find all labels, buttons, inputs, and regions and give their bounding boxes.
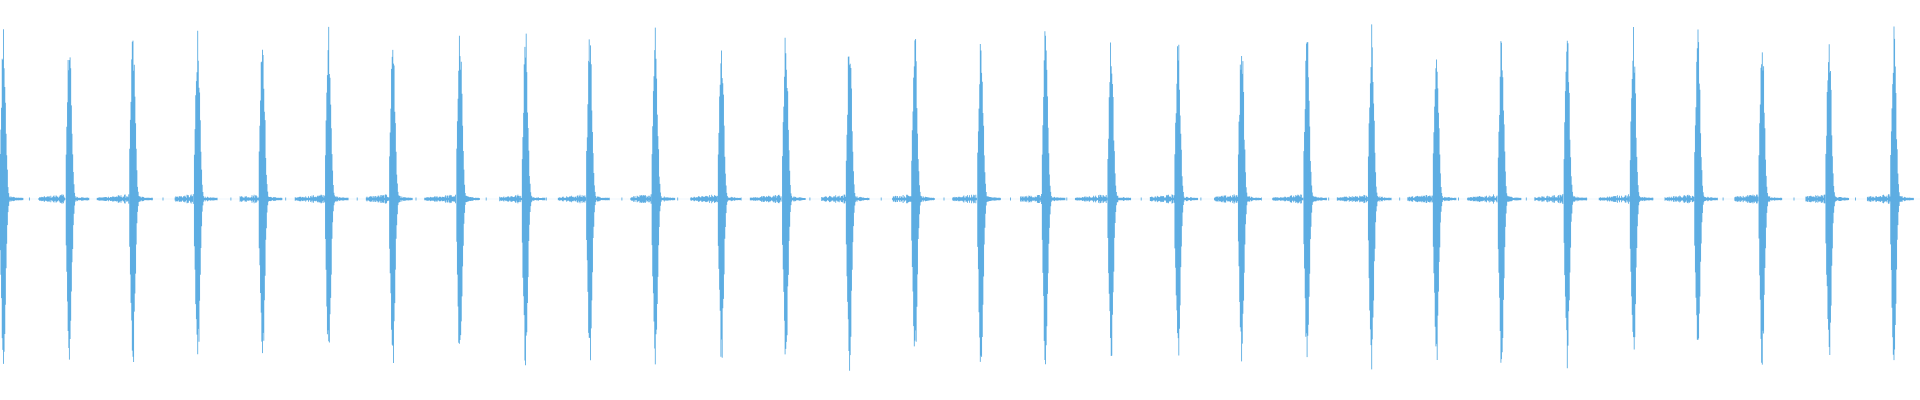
waveform-pulse-core xyxy=(458,101,462,297)
waveform-pulse xyxy=(1200,56,1262,362)
waveform-pulse xyxy=(356,49,413,363)
waveform-pulse-trace xyxy=(28,57,90,360)
waveform-pulse xyxy=(0,29,24,364)
waveform-pulse-core xyxy=(1305,104,1309,294)
waveform-pulse xyxy=(1525,40,1588,369)
waveform-pulse-trace xyxy=(1200,56,1262,362)
waveform-pulse-core xyxy=(524,100,528,298)
waveform-pulse-core xyxy=(784,104,788,294)
waveform-pulse-trace xyxy=(740,37,806,355)
waveform-pulse xyxy=(1651,29,1718,340)
waveform-pulse-trace xyxy=(1399,59,1457,360)
waveform-pulse-trace xyxy=(1651,29,1718,340)
waveform-pulse-core xyxy=(391,102,395,296)
waveform-pulse-core xyxy=(979,101,983,297)
waveform-pulse-core xyxy=(588,104,592,294)
waveform-pulse xyxy=(943,44,1001,362)
waveform-pulse-core xyxy=(131,102,135,296)
waveform-pulse-trace xyxy=(943,44,1001,362)
waveform-pulse xyxy=(1458,41,1522,363)
waveform-pulse xyxy=(677,50,742,358)
waveform-pulse-trace xyxy=(356,49,413,363)
waveform-pulse-trace xyxy=(230,49,283,354)
waveform-pulse-trace xyxy=(1793,44,1850,355)
waveform-pulse xyxy=(1260,42,1327,358)
waveform-pulse xyxy=(86,40,153,362)
waveform-pulse-trace xyxy=(880,39,935,347)
waveform-pulse xyxy=(28,57,90,360)
waveform-pulse-core xyxy=(1696,104,1700,294)
waveform-pulse-trace xyxy=(162,30,218,355)
waveform-pulse xyxy=(1855,26,1914,361)
waveform-pulse-core xyxy=(1632,103,1636,295)
waveform-pulse-core xyxy=(2,101,6,297)
waveform-pulse xyxy=(485,33,546,366)
waveform-pulse-core xyxy=(1827,104,1831,294)
waveform-pulse xyxy=(809,56,870,371)
waveform-pulse-core xyxy=(1892,102,1896,296)
waveform-pulse-core xyxy=(1176,104,1180,294)
waveform-pulse-trace xyxy=(621,27,676,365)
waveform-pulse xyxy=(1010,31,1066,365)
waveform-pulse-core xyxy=(67,103,71,295)
waveform-pulse-trace xyxy=(1328,24,1392,370)
waveform-pulse xyxy=(880,39,935,347)
waveform-pulse-core xyxy=(1370,102,1374,296)
waveform-pulse xyxy=(230,49,283,354)
waveform-pulse xyxy=(740,37,806,355)
waveform-pulse-trace xyxy=(86,40,153,362)
waveform-pulse-core xyxy=(1760,103,1764,295)
waveform-pulse-core xyxy=(1565,104,1569,294)
waveform-pulse-core xyxy=(1044,101,1048,297)
waveform-pulse-trace xyxy=(809,56,870,371)
waveform-pulse-trace xyxy=(1140,44,1199,356)
waveform-pulse-trace xyxy=(485,33,546,366)
waveform-pulse-trace xyxy=(1066,42,1132,356)
waveform-pulse-core xyxy=(653,103,657,295)
waveform-pulse xyxy=(1140,44,1199,356)
waveform-pulse-core xyxy=(1109,105,1113,293)
waveform-pulse-trace xyxy=(1260,42,1327,358)
waveform-pulse-core xyxy=(327,102,331,296)
waveform-pulse xyxy=(1722,52,1783,365)
waveform-pulse-trace xyxy=(677,50,742,358)
waveform-pulse-trace xyxy=(1585,27,1654,350)
waveform-pulse-trace xyxy=(1458,41,1522,363)
waveform-pulse-trace xyxy=(1722,52,1783,365)
waveform-pulse-core xyxy=(1500,102,1504,296)
waveform-pulse-trace xyxy=(1855,26,1914,361)
waveform-pulse xyxy=(162,30,218,355)
waveform-pulse-trace xyxy=(1525,40,1588,369)
waveform-pulse-core xyxy=(1240,103,1244,295)
waveform-pulse xyxy=(1585,27,1654,350)
waveform-pulse-trace xyxy=(545,39,610,361)
waveform-pulse xyxy=(415,35,480,344)
waveform-pulse-trace xyxy=(285,26,349,343)
waveform-pulse-core xyxy=(848,102,852,296)
waveform-pulse-core xyxy=(913,102,917,296)
waveform-pulse xyxy=(285,26,349,343)
waveform-pulse xyxy=(1399,59,1457,360)
waveform-pulse-core xyxy=(1435,103,1439,295)
waveform-pulse-core xyxy=(720,105,724,293)
waveform-pulse-core xyxy=(261,101,265,297)
waveform-pulse xyxy=(545,39,610,361)
waveform-pulse-trace xyxy=(1010,31,1066,365)
waveform-pulse-trace xyxy=(415,35,480,344)
waveform-pulse xyxy=(621,27,676,365)
waveform-pulse xyxy=(1793,44,1850,355)
waveform-pulse-core xyxy=(196,102,200,296)
waveform-pulse xyxy=(1328,24,1392,370)
waveform-pulse xyxy=(1066,42,1132,356)
